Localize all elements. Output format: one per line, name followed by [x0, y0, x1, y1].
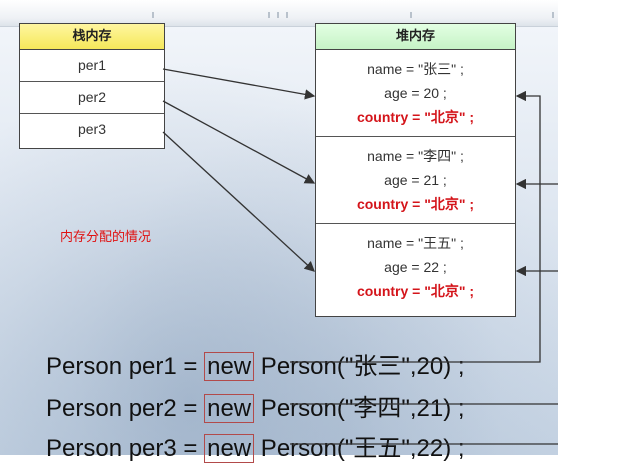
- heap-object-3: name = "王五" ; age = 22 ; country = "北京" …: [316, 224, 515, 311]
- stack-cell-per2: per2: [20, 82, 164, 114]
- heap-age-field: age = 20 ;: [384, 85, 447, 101]
- stack-table-header: 栈内存: [20, 24, 164, 50]
- toolbar-tick: [286, 12, 288, 18]
- new-keyword-box: new: [204, 352, 255, 381]
- heap-memory-table: 堆内存 name = "张三" ; age = 20 ; country = "…: [315, 23, 516, 317]
- heap-country-field: country = "北京" ;: [356, 283, 475, 299]
- heap-name-field: name = "张三" ;: [367, 61, 464, 77]
- new-keyword-box: new: [204, 434, 255, 463]
- top-toolbar-strip: [0, 0, 558, 27]
- memory-allocation-caption: 内存分配的情况: [60, 230, 152, 245]
- toolbar-tick: [268, 12, 270, 18]
- code-suffix: Person("张三",20) ;: [254, 353, 465, 380]
- code-line-1: Person per1 = new Person("张三",20) ;: [46, 346, 465, 381]
- heap-object-2: name = "李四" ; age = 21 ; country = "北京" …: [316, 137, 515, 224]
- code-line-2: Person per2 = new Person("李四",21) ;: [46, 388, 465, 423]
- stack-cell-per3: per3: [77, 121, 107, 137]
- heap-age-field: age = 22 ;: [384, 259, 447, 275]
- code-line-3: Person per3 = new Person("王五",22) ;: [46, 428, 465, 463]
- stack-memory-table: 栈内存 per1 per2 per3: [19, 23, 165, 149]
- heap-object-1: name = "张三" ; age = 20 ; country = "北京" …: [316, 50, 515, 137]
- code-suffix: Person("王五",22) ;: [254, 435, 465, 462]
- stack-cell-per1: per1: [20, 50, 164, 82]
- toolbar-tick: [277, 12, 279, 18]
- code-prefix: Person per3 =: [46, 435, 205, 462]
- heap-name-field: name = "王五" ;: [367, 235, 464, 251]
- heap-table-header: 堆内存: [316, 24, 515, 50]
- heap-age-field: age = 21 ;: [384, 172, 447, 188]
- heap-name-field: name = "李四" ;: [367, 148, 464, 164]
- heap-country-field: country = "北京" ;: [356, 109, 475, 125]
- new-keyword-box: new: [204, 394, 255, 423]
- code-suffix: Person("李四",21) ;: [254, 395, 465, 422]
- toolbar-tick: [152, 12, 154, 18]
- toolbar-tick: [410, 12, 412, 18]
- code-prefix: Person per1 =: [46, 353, 205, 380]
- heap-country-field: country = "北京" ;: [356, 196, 475, 212]
- blank-right-panel: [558, 0, 637, 455]
- toolbar-tick: [552, 12, 554, 18]
- code-prefix: Person per2 =: [46, 395, 205, 422]
